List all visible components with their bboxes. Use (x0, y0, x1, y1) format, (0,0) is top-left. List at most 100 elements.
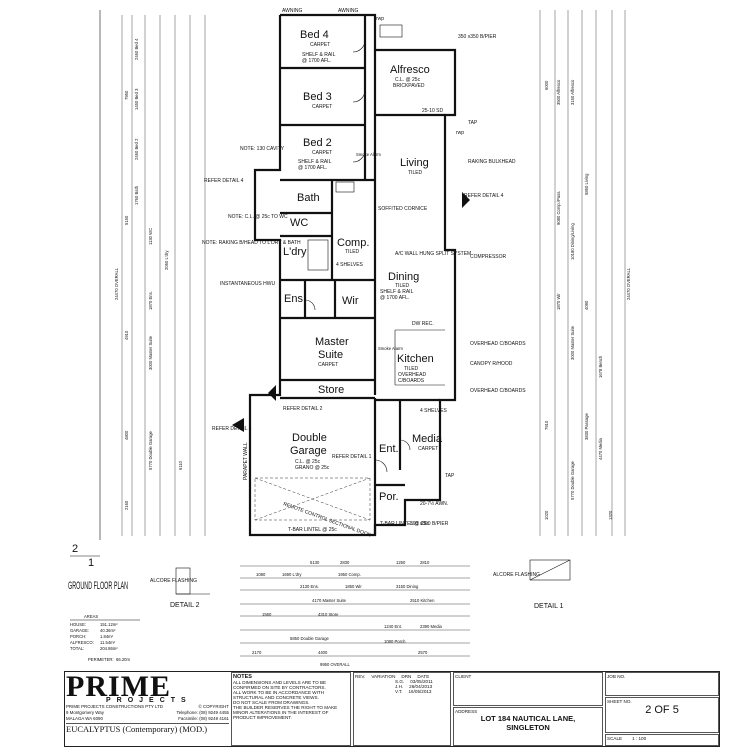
alcore-flashing-left: ALCORE FLASHING (150, 578, 197, 584)
dim-r-media: 4470 Media (598, 437, 603, 460)
area-house-label: HOUSE: (70, 622, 86, 627)
dim-b-ent: 1240 Ent. (384, 624, 402, 629)
room-living: Living (400, 157, 429, 169)
note-rwp-1: rwp (376, 16, 384, 22)
title-block: PRIME PROJECTS PRIME PROJECTS CONSTRUCTI… (64, 671, 720, 747)
master-floor: CARPET (318, 362, 338, 368)
company-street: 9 Montgomery Way (66, 710, 104, 715)
note-tbar-porch: T-BAR LINTEL @ 25c (380, 521, 429, 527)
dim-b-1560: 1560 (262, 612, 272, 617)
room-dining: Dining (388, 271, 419, 283)
dim-b-wir: 1850 Wir (345, 584, 362, 589)
room-laundry: L'dry (283, 246, 307, 258)
bed4-afl: @ 1700 AFL. (302, 58, 331, 64)
rev1-date: 03/05/2011 (410, 679, 433, 684)
scale-value: 1 : 100 (632, 736, 647, 741)
detail1-title: DETAIL 1 (534, 603, 564, 610)
sheet-number: 2 OF 5 (645, 704, 679, 716)
kitchen-floor: TILED (404, 366, 419, 372)
dim-7950: 7950 (124, 90, 129, 100)
dim-garage: 5770 Double Garage (148, 430, 153, 470)
areas-heading: AREAS (84, 614, 98, 619)
dim-b-kitchen: 2510 Kitchen (410, 598, 435, 603)
note-overhead-cboards-1: OVERHEAD C/BOARDS (470, 341, 526, 347)
note-soffited-cornice: SOFFITED CORNICE (378, 206, 428, 212)
rev2-drn: J.H. (395, 684, 404, 689)
detail2-marker (268, 385, 276, 401)
alfresco-floor: BRICKPAVED (393, 83, 425, 89)
company-name: PRIME PROJECTS CONSTRUCTIONS PTY LTD (66, 704, 163, 709)
dim-r-living: 5850 Living (584, 173, 589, 195)
notes-panel: NOTES ALL DIMENSIONS AND LEVELS ARE TO B… (231, 672, 351, 746)
dim-r-alfresco-2: 3150 Alfresco (570, 79, 575, 105)
area-house-value: 151.12m² (100, 622, 118, 627)
dim-2160: 2160 (124, 500, 129, 510)
note-line-1: ALL DIMENSIONS AND LEVELS ARE TO BE CONF… (233, 680, 327, 690)
comp-shelves: 4 SHELVES (336, 262, 364, 268)
rev3-date: 16/05/2013 (408, 689, 432, 694)
dim-bath: 1760 Bath (134, 185, 139, 205)
note-raking-bulkhead: RAKING BULKHEAD (468, 159, 516, 165)
scale-label: SCALE (607, 736, 623, 741)
dim-b-master: 4170 Master Suite (312, 598, 347, 603)
dim-r-6000: 6000 (544, 80, 549, 90)
dim-6110: 6110 (178, 460, 183, 470)
bed3-floor: CARPET (312, 104, 332, 110)
note-refer-detail1: REFER DETAIL 1 (332, 454, 372, 460)
garage-floor: GRANO @ 25c (295, 465, 330, 471)
bed2-afl: @ 1700 AFL. (298, 165, 327, 171)
detail4-marker (462, 192, 470, 208)
dim-overall-left: 24470 OVERALL (114, 267, 119, 300)
room-master-line2: Suite (318, 349, 343, 361)
left-dim-labels: 2460 Bed 4 1450 Bed 3 2460 Bed 2 1760 Ba… (114, 38, 183, 510)
perimeter-label: PERIMETER: (88, 657, 114, 662)
right-dimension-lines (539, 10, 626, 536)
site-lot: LOT 184 NAUTICAL LANE, (480, 714, 576, 723)
variation-heading: VARIATION (371, 674, 396, 679)
dim-b-ens: 2130 Ens. (300, 584, 319, 589)
room-bed4: Bed 4 (300, 29, 329, 41)
dim-bed2: 2460 Bed 2 (134, 138, 139, 160)
design-name: EUCALYPTUS (Contemporary) (MOD.) (66, 723, 229, 734)
note-smoke-alarm-1: Smoke Alarm (356, 152, 381, 157)
company-suburb: MALAGA WA 6090 (66, 716, 103, 721)
area-total-value: 204.86m² (100, 646, 118, 651)
dim-b-garage: 5850 Double Garage (290, 636, 330, 641)
dim-r-1020: 1020 (544, 510, 549, 520)
address-panel: ADDRESS LOT 184 NAUTICAL LANE, SINGLETON (453, 707, 603, 746)
dim-r-alfresco-1: 3500 Alfresco (556, 79, 561, 105)
bed2-floor: CARPET (312, 150, 332, 156)
detail3-marker (232, 418, 244, 432)
bottom-dim-labels: 5130 2830 1250 2810 1080 1690 L'dry 1950… (252, 560, 443, 667)
job-no-label: JOB NO. (607, 674, 626, 679)
company-logo: PRIME (66, 672, 171, 703)
room-kitchen: Kitchen (397, 353, 434, 365)
room-store: Store (318, 384, 344, 396)
notes-heading: NOTES (233, 674, 252, 680)
note-refer-detail4-left: REFER DETAIL 4 (204, 178, 244, 184)
dim-r-comp: 9080 Comp./Pass. (556, 191, 561, 225)
ground-floor-plan-title: GROUND FLOOR PLAN (68, 580, 128, 592)
dim-b-1250: 1250 (396, 560, 406, 565)
door-swings (304, 39, 411, 473)
note-line-4: THE BUILDER RESERVES THE RIGHT TO MAKE M… (233, 705, 338, 720)
wir-afl: @ 1700 AFL. (380, 295, 409, 301)
room-entry: Ent. (379, 443, 399, 455)
room-comp: Comp. (337, 237, 369, 249)
bed2-shelf: SHELF & RAIL (298, 159, 332, 165)
room-bath: Bath (297, 192, 320, 204)
robe (335, 181, 355, 193)
room-garage: Double (292, 432, 327, 444)
note-parapet: PARAPET WALL (243, 442, 249, 480)
company-telephone: Telephone: (08) 9249 4455 (176, 710, 230, 715)
dim-b-comp: 1950 Comp. (338, 572, 361, 577)
area-total-label: TOTAL: (70, 646, 84, 651)
dim-5150: 5150 (124, 215, 129, 225)
dim-r-garage: 5770 Double Garage (570, 460, 575, 500)
dim-r-passage: 3830 Passage (584, 413, 589, 440)
note-4-shelves: 4 SHELVES (420, 408, 448, 414)
company-panel: PRIME PROJECTS PRIME PROJECTS CONSTRUCTI… (65, 672, 230, 746)
left-dimension-lines (121, 15, 206, 536)
note-refer-detail2: REFER DETAIL 2 (283, 406, 323, 412)
room-porch: Por. (379, 491, 399, 503)
